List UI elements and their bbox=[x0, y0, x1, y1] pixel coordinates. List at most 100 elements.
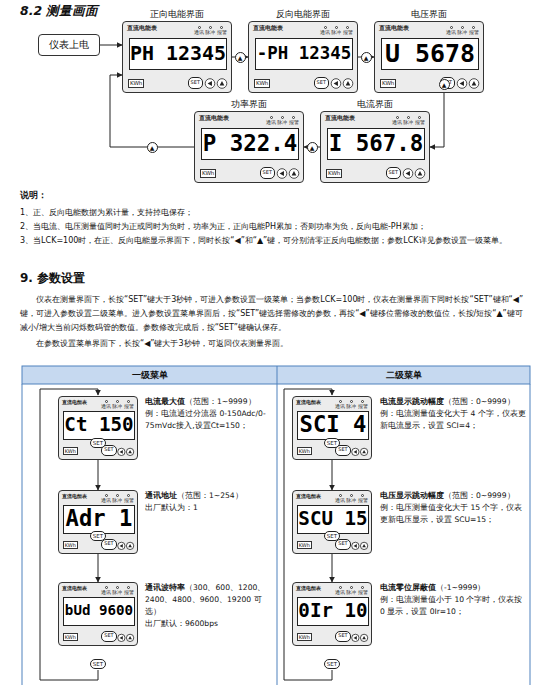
flow-arrow bbox=[100, 45, 122, 46]
indicator-dot bbox=[350, 494, 353, 497]
up-triangle bbox=[363, 544, 367, 547]
section-title: 8.2 测量画面 bbox=[20, 3, 99, 20]
paragraph: 仪表在测量界面下，长按“SET”键大于3秒钟，可进入参数设置一级菜单；当参数LC… bbox=[20, 293, 528, 335]
up-triangle bbox=[220, 81, 225, 85]
meter-panel: 功率界面直流电能表通讯 脉冲 报警P 322.4KWhSET bbox=[194, 98, 304, 111]
button-label: ▲ bbox=[235, 52, 246, 63]
button-label: ▲ bbox=[361, 52, 372, 63]
up-button bbox=[127, 634, 134, 641]
parameter-example: 例：电流通过分流器 0-150Adc/0-75mVdc接入,设置Ct=150； bbox=[145, 409, 266, 430]
parameter-example: 例：电流测量值小于 10 个字时，仪表按 0 显示，设置 0Ir=10； bbox=[380, 595, 523, 616]
parameter-description: 电流显示跳动幅度（范围：0~9999）例：电流测量值变化大于 4 个字，仪表更新… bbox=[380, 396, 528, 432]
parameter-description: 通讯波特率（300、600、1200、2400、4800、9600、19200 … bbox=[145, 582, 273, 630]
left-button bbox=[277, 169, 287, 179]
indicator-dot bbox=[116, 400, 119, 403]
meter-body: 直流电能表通讯 脉冲 报警Adr 1KWhSET bbox=[58, 490, 138, 554]
screen-title: 正向电能界面 bbox=[122, 8, 232, 21]
meter-body: 直流电能表通讯 脉冲 报警Ct 150KWhSET bbox=[58, 396, 138, 460]
table-divider bbox=[277, 366, 278, 685]
parameter-range: （-1~9999） bbox=[436, 583, 485, 592]
parameter-range: （范围：1~9999） bbox=[185, 397, 256, 406]
arrow-buttons bbox=[117, 633, 134, 643]
meter-body: 直流电能表通讯 脉冲 报警0Ir 10KWhSET bbox=[292, 582, 372, 646]
up-triangle bbox=[363, 450, 367, 453]
arrow-buttons bbox=[117, 447, 134, 457]
unit-tag: KWh bbox=[380, 79, 396, 88]
parameter-example: 出厂默认为：1 bbox=[145, 503, 198, 512]
meter-brand: 直流电能表 bbox=[253, 25, 283, 31]
up-triangle bbox=[363, 636, 367, 639]
indicator-labels: 通讯 脉冲 报警 bbox=[392, 120, 425, 125]
parameter-example: 出厂默认：9600bps bbox=[145, 619, 218, 628]
set-button: SET bbox=[260, 167, 275, 179]
indicator-dot bbox=[461, 26, 464, 29]
meter-brand: 直流电能表 bbox=[296, 586, 321, 591]
up-button bbox=[361, 448, 368, 455]
set-button: SET bbox=[101, 631, 116, 642]
indicator-dot bbox=[361, 494, 364, 497]
parameter-description: 通讯地址（范围：1~254）出厂默认为：1 bbox=[145, 490, 273, 514]
button-label: ▲ bbox=[439, 79, 450, 90]
parameter-name: 电压显示跳动幅度 bbox=[380, 491, 444, 500]
parameter-name: 通讯波特率 bbox=[145, 583, 185, 592]
button-label: ▲ bbox=[147, 142, 158, 153]
section-heading: 9. 参数设置 bbox=[20, 270, 85, 287]
left-triangle bbox=[354, 450, 357, 454]
left-button bbox=[457, 79, 467, 89]
arrow-buttons bbox=[351, 541, 368, 551]
up-triangle bbox=[346, 81, 351, 85]
indicator-dot bbox=[105, 494, 108, 497]
unit-tag: KWh bbox=[63, 541, 78, 549]
lcd-readout: SCI 4 bbox=[297, 411, 368, 439]
indicator-dot bbox=[418, 116, 421, 119]
indicator-dot bbox=[335, 26, 338, 29]
meter-brand: 直流电能表 bbox=[296, 494, 321, 499]
indicator-dot bbox=[407, 116, 410, 119]
parameter-range: （范围：1~254） bbox=[177, 491, 243, 500]
meter-panel: 反向电能界面直流电能表通讯 脉冲 报警-PH 12345KWhSET bbox=[248, 8, 358, 21]
note-item: 1、正、反向电能数据为累计量，支持掉电保存； bbox=[20, 206, 530, 219]
indicator-dot bbox=[346, 26, 349, 29]
start-label: 仪表上电 bbox=[49, 39, 89, 52]
up-triangle bbox=[129, 544, 133, 547]
parameter-name: 电流零位屏蔽值 bbox=[380, 583, 436, 592]
parameter-example: 例：电压测量值变化大于 15 个字，仪表更新电压显示，设置 SCU=15； bbox=[380, 503, 523, 524]
table-header: 一级菜单 bbox=[22, 366, 277, 384]
meter-panel: 正向电能界面直流电能表通讯 脉冲 报警PH 12345KWhSET bbox=[122, 8, 232, 21]
indicator-dot bbox=[350, 586, 353, 589]
left-triangle bbox=[120, 544, 123, 548]
up-triangle bbox=[472, 81, 477, 85]
meter-body: 直流电能表通讯 脉冲 报警PH 12345KWhSET bbox=[122, 21, 232, 93]
start-box: 仪表上电 bbox=[38, 34, 100, 56]
up-button bbox=[469, 79, 479, 89]
up-button bbox=[361, 634, 368, 641]
indicator-dot bbox=[292, 116, 295, 119]
left-triangle bbox=[406, 171, 410, 176]
indicator-dot bbox=[105, 400, 108, 403]
set-button-label: SET bbox=[90, 659, 106, 669]
set-button: SET bbox=[386, 167, 401, 179]
arrow-buttons bbox=[456, 78, 480, 89]
meter-body: 直流电能表通讯 脉冲 报警SCU 15KWhSET bbox=[292, 490, 372, 554]
left-button bbox=[352, 634, 359, 641]
left-triangle bbox=[280, 171, 284, 176]
indicator-labels: 通讯 脉冲 报警 bbox=[266, 120, 299, 125]
button-label: SET bbox=[324, 531, 340, 541]
note-heading: 说明： bbox=[20, 190, 47, 202]
indicator-dot bbox=[209, 26, 212, 29]
left-button bbox=[118, 542, 125, 549]
parameter-example: 例：电流测量值变化大于 4 个字，仪表更新电流显示，设置 SCI=4； bbox=[380, 409, 526, 430]
unit-tag: KWh bbox=[297, 633, 312, 641]
set-button: SET bbox=[314, 77, 329, 89]
meter-body: 直流电能表通讯 脉冲 报警U 5678KWhSET bbox=[374, 21, 484, 93]
indicator-dot bbox=[450, 26, 453, 29]
meter-body: 直流电能表通讯 脉冲 报警SCI 4KWhSET bbox=[292, 396, 372, 460]
unit-tag: KWh bbox=[200, 169, 216, 178]
note-item: 2、当电流、电压测量值同时为正或同时为负时，功率为正，正向电能PH累加；否则功率… bbox=[20, 220, 530, 233]
lcd-readout: P 322.4 bbox=[201, 128, 299, 160]
indicator-labels: 通讯 脉冲 报警 bbox=[320, 30, 353, 35]
meter-brand: 直流电能表 bbox=[379, 25, 409, 31]
indicator-labels: 通讯 脉冲 报警 bbox=[194, 30, 227, 35]
button-label: ▲ bbox=[307, 142, 318, 153]
set-button: SET bbox=[101, 539, 116, 550]
